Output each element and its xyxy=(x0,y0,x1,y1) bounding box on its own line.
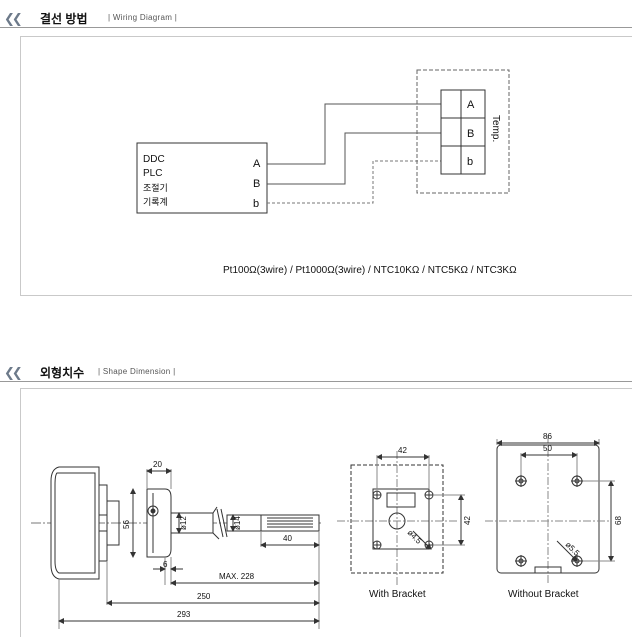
wiring-subtitle: | Wiring Diagram | xyxy=(108,13,178,22)
sensor-enclosure xyxy=(416,69,510,194)
dim-bracket-width: 20 xyxy=(153,460,162,469)
wiring-title: 결선 방법 xyxy=(40,12,88,26)
dim-overall-293: 293 xyxy=(177,610,191,619)
with-bracket-caption: With Bracket xyxy=(369,589,426,600)
controller-box xyxy=(136,142,268,214)
wire-b xyxy=(267,132,441,185)
double-chevron-left-icon: ❮❮ xyxy=(4,365,23,380)
side-view xyxy=(31,466,321,629)
sensor-terminal-a: A xyxy=(467,99,475,111)
dim-housing-height: 56 xyxy=(122,520,131,529)
shape-dimension-drawing: 20 56 ø12 ø14 40 6 MAX. 228 250 293 xyxy=(31,432,623,629)
wire-a xyxy=(267,103,441,165)
device-terminal-a: A xyxy=(253,158,261,170)
dim-plate-width: 86 xyxy=(543,432,552,441)
wiring-diagram: DDC PLC 조절기 기록계 A B b A B b Temp. Pt100Ω… xyxy=(136,69,517,276)
sensor-type-caption: Pt100Ω(3wire) / Pt1000Ω(3wire) / NTC10KΩ… xyxy=(223,265,517,276)
shape-section-header: ❮❮ 외형치수 | Shape Dimension | xyxy=(0,364,632,382)
dim-sensor-tip-length: 40 xyxy=(283,534,292,543)
dim-probe-dia-14: ø14 xyxy=(233,516,242,530)
device-terminal-b-lower: b xyxy=(253,198,259,210)
sensor-label-strip xyxy=(460,89,486,175)
wiring-diagram-box: DDC PLC 조절기 기록계 A B b A B b Temp. Pt100Ω… xyxy=(20,36,632,296)
shape-dimension-box: 20 56 ø12 ø14 40 6 MAX. 228 250 293 xyxy=(20,388,632,637)
shape-title: 외형치수 xyxy=(40,366,85,380)
wiring-section-header: ❮❮ 결선 방법 | Wiring Diagram | xyxy=(0,10,632,28)
plate-view xyxy=(485,435,615,585)
dim-plate-hole-spacing-v: 68 xyxy=(614,516,623,525)
sensor-terminal-strip xyxy=(440,89,462,175)
dim-bracket-hole-spacing-h: 42 xyxy=(398,446,407,455)
without-bracket-caption: Without Bracket xyxy=(508,589,579,600)
side-view-dimensions: 20 56 ø12 ø14 40 6 MAX. 228 250 293 xyxy=(122,460,292,619)
sensor-terminal-b: B xyxy=(467,128,474,140)
device-line-2: PLC xyxy=(143,168,162,179)
device-line-4: 기록계 xyxy=(143,196,168,207)
device-terminal-b: B xyxy=(253,178,260,190)
sensor-terminal-b-lower: b xyxy=(467,156,473,168)
double-chevron-left-icon: ❮❮ xyxy=(4,11,23,26)
header-rule xyxy=(0,27,632,28)
dim-flange: 6 xyxy=(163,560,168,569)
sensor-temp-label: Temp. xyxy=(490,115,501,142)
dim-probe-dia-12: ø12 xyxy=(179,516,188,530)
device-line-3: 조절기 xyxy=(143,182,168,193)
wire-b-lower xyxy=(267,160,441,204)
dim-max-insert: MAX. 228 xyxy=(219,572,255,581)
dim-plate-hole-spacing-h: 50 xyxy=(543,444,552,453)
shape-subtitle: | Shape Dimension | xyxy=(98,367,176,376)
dim-bracket-hole-spacing-v: 42 xyxy=(463,516,472,525)
dim-length-250: 250 xyxy=(197,592,211,601)
header-rule xyxy=(0,381,632,382)
device-line-1: DDC xyxy=(143,154,165,165)
bracket-view xyxy=(337,451,465,585)
